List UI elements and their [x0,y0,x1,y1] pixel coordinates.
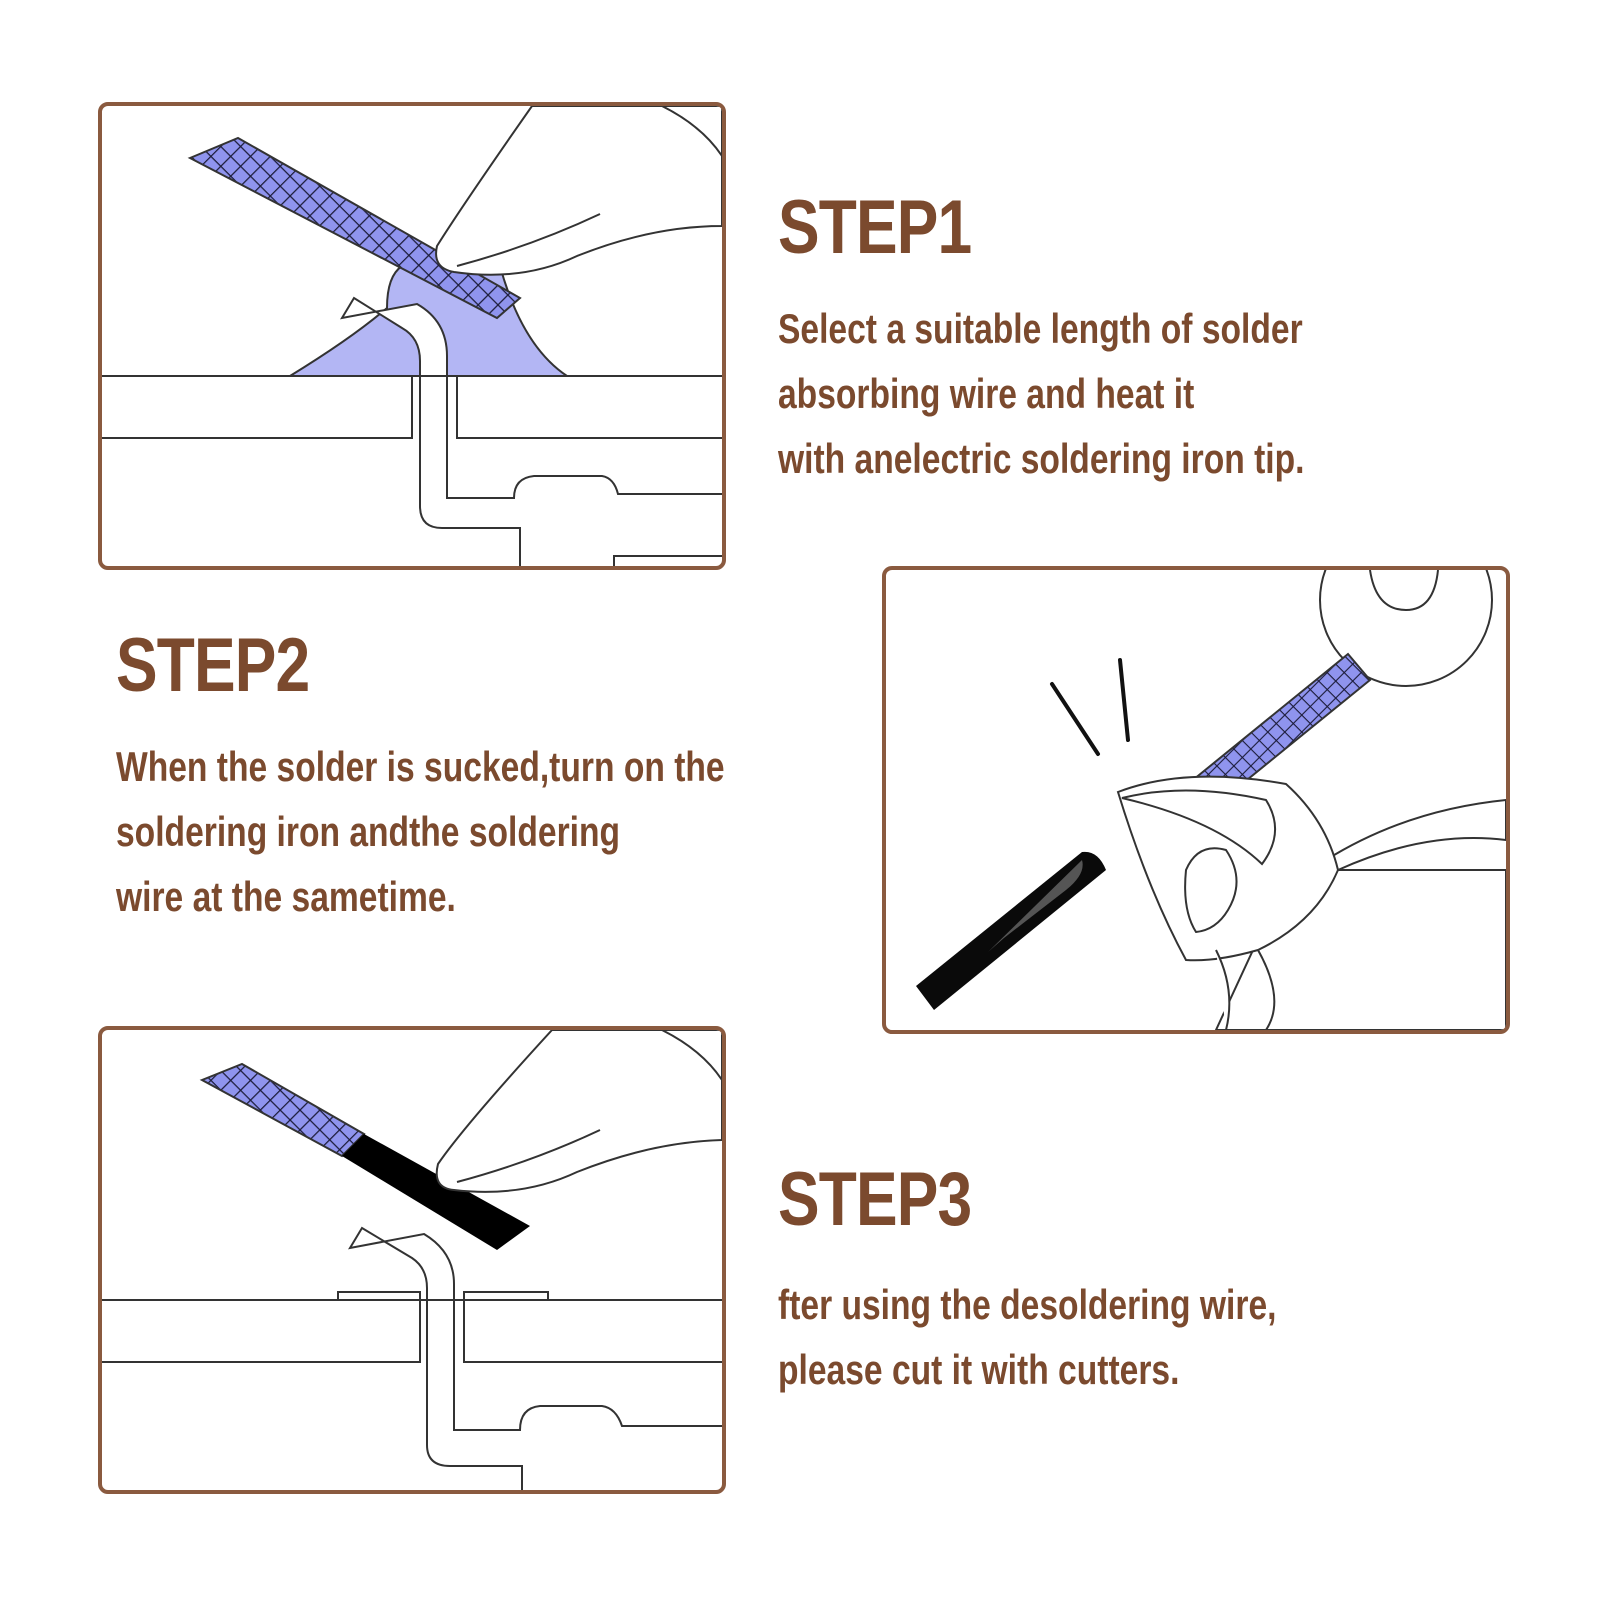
cutting-wick-drawing [916,570,1506,1030]
step-3-title: STEP3 [778,1157,972,1242]
illustration-heating-wick [98,102,726,570]
step-1-description: Select a suitable length of solder absor… [778,296,1304,491]
illustration-solder-absorbed [98,1026,726,1494]
heating-wick-drawing [102,106,722,566]
illustration-cutting-wick [882,566,1510,1034]
step-1-line-3: with anelectric soldering iron tip. [778,435,1305,482]
step-3-block: STEP3 fter using the desoldering wire, p… [778,1162,1401,1402]
step-3-description: fter using the desoldering wire, please … [778,1272,1276,1402]
solder-absorbed-drawing [102,1030,722,1490]
step-1-title: STEP1 [778,185,972,270]
step-2-title: STEP2 [116,623,310,708]
step-2-line-1: When the solder is sucked,turn on the [116,743,725,790]
step-2-line-3: wire at the sametime. [116,873,456,920]
step-2-line-2: soldering iron andthe soldering [116,808,621,855]
step-3-line-1: fter using the desoldering wire, [778,1281,1277,1328]
step-2-description: When the solder is sucked,turn on the so… [116,734,725,929]
step-1-line-1: Select a suitable length of solder [778,305,1303,352]
step-1-block: STEP1 Select a suitable length of solder… [778,190,1436,491]
step-1-line-2: absorbing wire and heat it [778,370,1195,417]
step-2-block: STEP2 When the solder is sucked,turn on … [116,628,877,929]
step-3-line-2: please cut it with cutters. [778,1346,1180,1393]
